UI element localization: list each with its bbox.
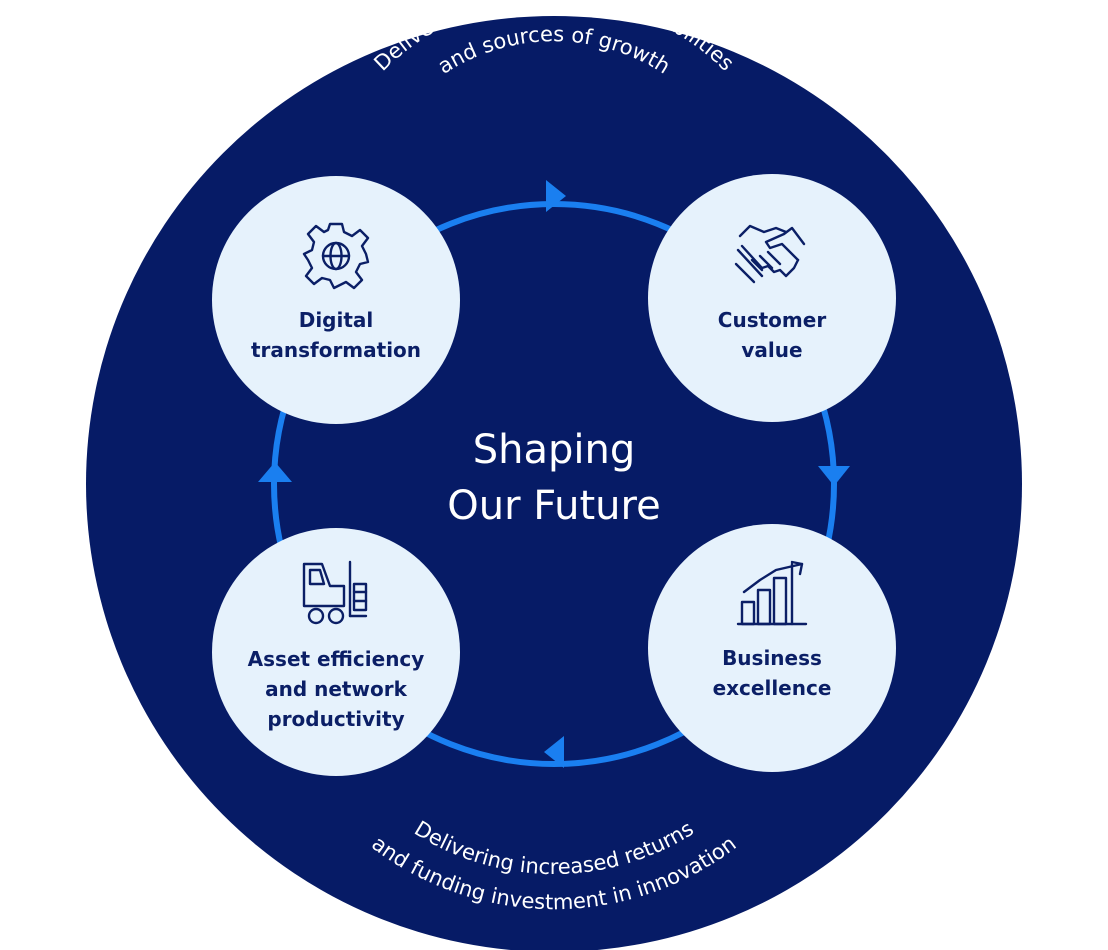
node-label-line-2: transformation: [251, 338, 421, 362]
arrow-top-right: [546, 180, 566, 212]
center-title-line-1: Shaping: [473, 427, 636, 473]
node-label-line-1: Asset efficiency: [248, 647, 425, 671]
node-label-line-2: value: [741, 338, 802, 362]
node-circle: [212, 528, 460, 776]
node-circle: [648, 524, 896, 772]
node-label-line-2: excellence: [713, 676, 832, 700]
center-title: Shaping Our Future: [447, 427, 660, 529]
growth-bar-chart-icon: [736, 560, 808, 626]
node-digital-transformation: Digital transformation: [212, 176, 460, 424]
arrow-bottom-left: [544, 736, 564, 768]
arrow-left-up: [258, 462, 292, 482]
node-business-excellence: Business excellence: [648, 524, 896, 772]
center-title-line-2: Our Future: [447, 483, 660, 529]
node-customer-value: Customer value: [648, 174, 896, 422]
arrow-right-down: [818, 466, 850, 486]
node-circle: [212, 176, 460, 424]
gear-globe-icon: [302, 222, 370, 290]
node-label-line-3: productivity: [267, 707, 404, 731]
handshake-icon: [734, 224, 806, 284]
node-label-line-1: Business: [722, 646, 822, 670]
forklift-icon: [302, 560, 368, 625]
node-circle: [648, 174, 896, 422]
node-label-line-1: Digital: [299, 308, 374, 332]
node-asset-efficiency: Asset efficiency and network productivit…: [212, 528, 460, 776]
node-label-line-2: and network: [265, 677, 407, 701]
node-label-line-1: Customer: [718, 308, 827, 332]
